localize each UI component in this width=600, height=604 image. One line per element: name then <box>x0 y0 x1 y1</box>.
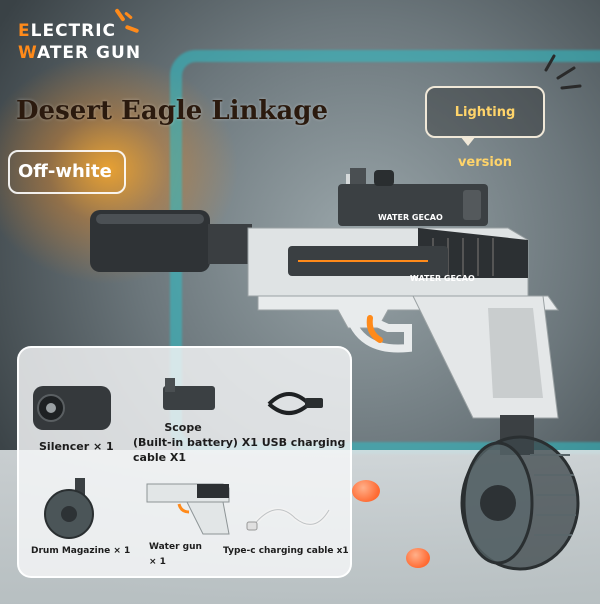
water-gun-label: Water gun × 1 <box>149 542 202 567</box>
water-gun-image: WATER GECAO WATER GECAO <box>90 168 559 419</box>
scope-image <box>163 378 215 410</box>
brand-line-2: WATER GUN <box>18 43 142 63</box>
drum-magazine-image <box>460 415 580 571</box>
brand-logo-text: ELECTRIC WATER GUN <box>18 20 141 64</box>
spark-icon <box>124 11 133 20</box>
scope-label: Scope (Built-in battery) X1 USB charging… <box>133 421 346 464</box>
emphasis-marks-icon <box>544 54 582 90</box>
accessories-panel: Silencer × 1 Scope (Built-in battery) X1… <box>17 346 352 578</box>
drum-magazine-thumb <box>44 478 94 539</box>
silencer-image <box>33 386 111 430</box>
typec-cable-label: Type-c charging cable x1 <box>223 546 349 556</box>
scope-brand-text: WATER GECAO <box>378 213 443 222</box>
typec-cable-image <box>246 507 331 531</box>
water-gun-thumb <box>146 483 230 535</box>
brand-line-1: ELECTRIC <box>18 21 117 41</box>
color-variant-tag: Off-white <box>8 150 126 194</box>
product-title: Desert Eagle Linkage <box>16 96 328 126</box>
water-bead-icon <box>406 548 430 568</box>
lighting-version-tag: Lighting version <box>425 86 545 170</box>
usb-cable-image <box>267 392 323 415</box>
speech-bubble-tail <box>460 136 476 146</box>
slide-brand-text: WATER GECAO <box>410 274 475 283</box>
drum-magazine-label: Drum Magazine × 1 <box>31 546 131 556</box>
water-bead-icon <box>352 480 380 502</box>
silencer-label: Silencer × 1 <box>39 440 114 453</box>
